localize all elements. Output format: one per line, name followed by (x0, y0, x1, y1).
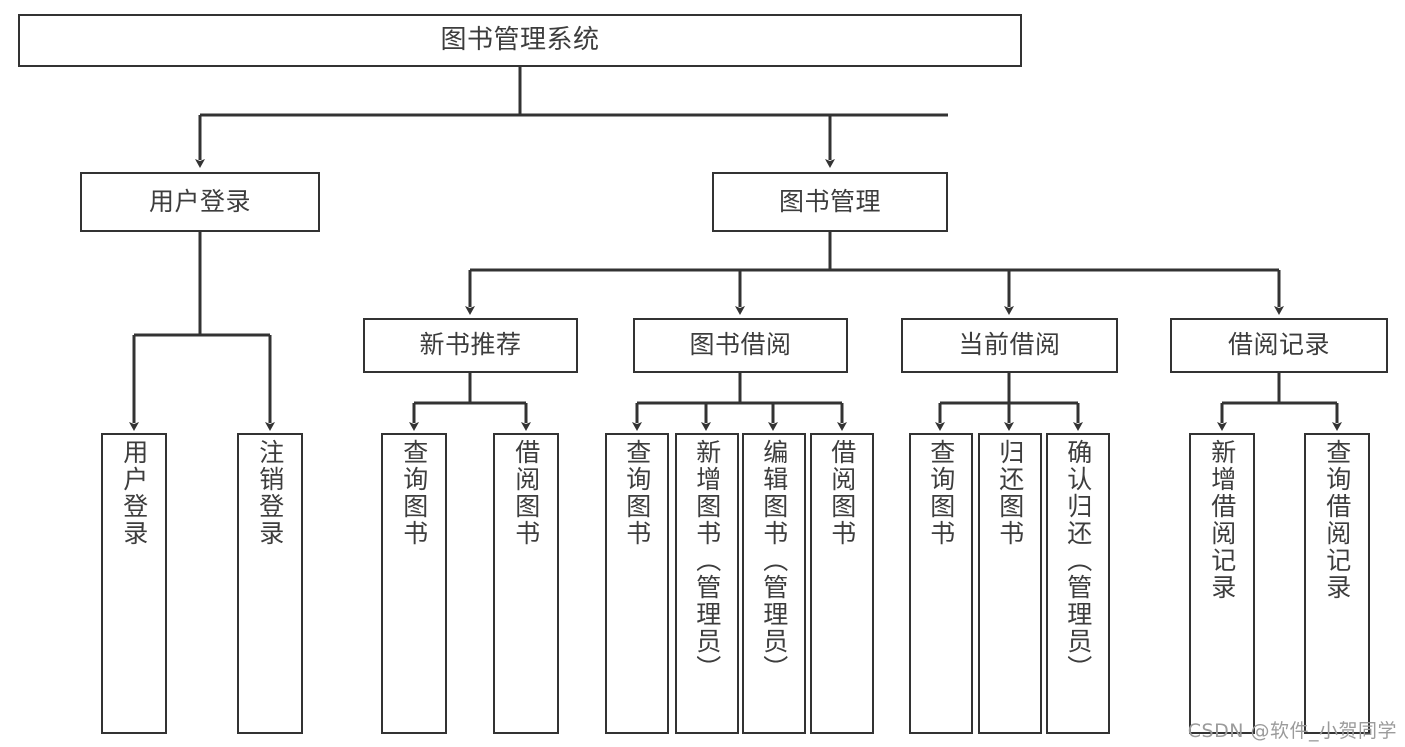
node-label: 新增图书（管理员） (692, 439, 722, 682)
node-label: 查询借阅记录 (1322, 439, 1352, 601)
node-label: 图书借阅 (689, 330, 792, 360)
node-root-library-system[interactable]: 图书管理系统 (18, 14, 1022, 67)
node-label: 用户登录 (148, 186, 251, 216)
leaf-user-login[interactable]: 用户登录 (101, 433, 167, 734)
node-label: 查询图书 (622, 439, 652, 547)
leaf-add-borrow-record[interactable]: 新增借阅记录 (1189, 433, 1255, 734)
node-book-management[interactable]: 图书管理 (712, 172, 948, 232)
node-label: 归还图书 (995, 439, 1025, 547)
node-label: 编辑图书（管理员） (759, 439, 789, 682)
leaf-borrow-book[interactable]: 借阅图书 (810, 433, 874, 734)
node-current-borrow[interactable]: 当前借阅 (901, 318, 1118, 373)
node-label: 当前借阅 (958, 330, 1061, 360)
node-label: 借阅图书 (827, 439, 857, 547)
node-label: 用户登录 (119, 439, 149, 547)
leaf-add-book-admin[interactable]: 新增图书（管理员） (675, 433, 739, 734)
leaf-query-book-borrow[interactable]: 查询图书 (605, 433, 669, 734)
node-label: 新增借阅记录 (1207, 439, 1237, 601)
leaf-query-borrow-record[interactable]: 查询借阅记录 (1304, 433, 1370, 734)
leaf-confirm-return-admin[interactable]: 确认归还（管理员） (1046, 433, 1110, 734)
csdn-watermark: CSDN @软件_小贺同学 (1187, 720, 1397, 742)
node-user-login[interactable]: 用户登录 (80, 172, 320, 232)
node-label: 借阅图书 (511, 439, 541, 547)
leaf-logout[interactable]: 注销登录 (237, 433, 303, 734)
leaf-query-book-current[interactable]: 查询图书 (909, 433, 973, 734)
node-label: 查询图书 (926, 439, 956, 547)
node-label: 查询图书 (399, 439, 429, 547)
leaf-borrow-book-recommend[interactable]: 借阅图书 (493, 433, 559, 734)
node-label: 注销登录 (255, 439, 285, 547)
node-book-borrow[interactable]: 图书借阅 (633, 318, 848, 373)
node-label: 图书管理系统 (440, 24, 600, 55)
leaf-query-book-recommend[interactable]: 查询图书 (381, 433, 447, 734)
node-borrow-record[interactable]: 借阅记录 (1170, 318, 1388, 373)
node-label: 借阅记录 (1227, 330, 1330, 360)
node-label: 新书推荐 (419, 330, 522, 360)
leaf-edit-book-admin[interactable]: 编辑图书（管理员） (742, 433, 806, 734)
leaf-return-book[interactable]: 归还图书 (978, 433, 1042, 734)
node-new-book-recommend[interactable]: 新书推荐 (363, 318, 578, 373)
node-label: 确认归还（管理员） (1063, 439, 1093, 682)
node-label: 图书管理 (778, 186, 881, 216)
